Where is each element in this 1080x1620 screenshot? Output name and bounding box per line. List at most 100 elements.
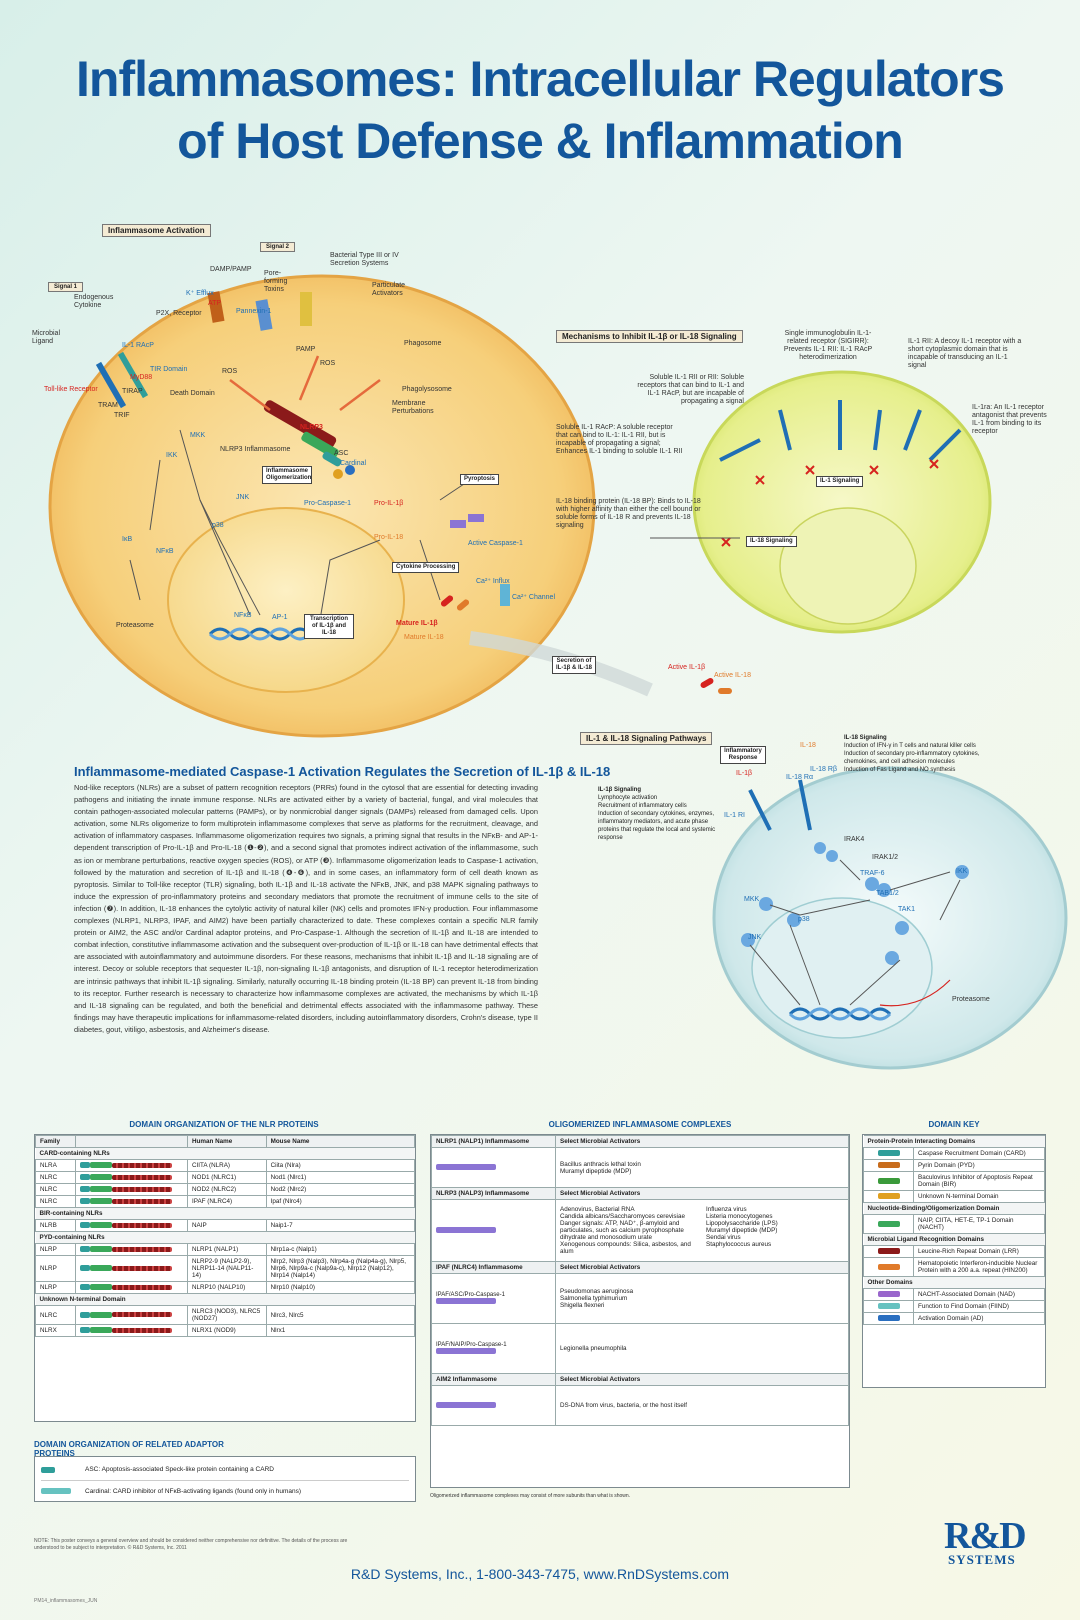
il1b-signaling-info: IL-1β Signaling Lymphocyte activation Re… <box>598 786 718 842</box>
activator-item: Muramyl dipeptide (MDP) <box>706 1227 778 1234</box>
activator-item: Pseudomonas aeruginosa <box>560 1288 634 1295</box>
p2x-label: P2X, Receptor <box>156 310 202 317</box>
lrr-domain-icon <box>112 1284 172 1290</box>
nlr-header-cell: Family <box>35 1135 76 1148</box>
active-caspase-label: Active Caspase-1 <box>468 540 523 547</box>
particulate-label: Particulate Activators <box>372 282 406 297</box>
active-il18-label: Active IL-18 <box>714 672 751 679</box>
key-group-row: Microbial Ligand Recognition Domains <box>863 1233 1045 1246</box>
il18-signaling-title: IL-18 Signaling <box>844 735 887 741</box>
proteasome-label: Proteasome <box>116 622 154 629</box>
key-row: NAIP, CIITA, HET-E, TP-1 Domain (NACHT) <box>863 1214 1045 1234</box>
activator-item: Salmonella typhimurium <box>560 1295 628 1302</box>
activator-item: Xenogenous compounds: Silica, asbestos, … <box>560 1241 691 1255</box>
nlr-row: NLRP NLRP1 (NALP1) Nlrp1a-c (Nalp1) <box>35 1243 416 1256</box>
complex-col2: Select Microbial Activators <box>555 1373 849 1386</box>
membrane-label: Membrane Perturbations <box>392 400 434 415</box>
il18-item: Induction of IFN-γ in T cells and natura… <box>844 743 976 749</box>
key-group-name: Other Domains <box>863 1276 1045 1289</box>
domain-icon <box>90 1162 112 1169</box>
activator-item: Adenovirus, Bacterial RNA <box>560 1206 635 1213</box>
decoy-note: IL-1 RII: A decoy IL-1 receptor with a s… <box>908 338 1022 369</box>
il18-item: Induction of Fas Ligand and NO synthesis <box>844 767 956 773</box>
key-row: Unknown N-terminal Domain <box>863 1190 1045 1203</box>
key-row: NACHT-Associated Domain (NAD) <box>863 1288 1045 1301</box>
domain-icon <box>80 1174 90 1181</box>
key-label: Activation Domain (AD) <box>913 1312 1045 1325</box>
adaptor-row: Cardinal: CARD inhibitor of NFκB-activat… <box>41 1480 409 1501</box>
key-group-name: Microbial Ligand Recognition Domains <box>863 1233 1045 1246</box>
key-row: Hematopoietic Interferon-inducible Nucle… <box>863 1257 1045 1277</box>
rd-logo-sub: SYSTEMS <box>948 1552 1016 1567</box>
il1b-signaling-title: IL-1β Signaling <box>598 787 641 793</box>
atp-label: ATP <box>208 300 222 307</box>
domain-swatch-icon <box>877 1177 900 1184</box>
trif-label: TRIF <box>114 412 130 419</box>
il18-item: Induction of secondary pro-inflammatory … <box>844 751 980 765</box>
il1b-node-label: IL-1β <box>736 770 753 777</box>
lrr-domain-icon <box>112 1222 172 1228</box>
nlr-family: NLRA <box>35 1159 76 1172</box>
active-il1b-label: Active IL-1β <box>668 664 706 671</box>
phagosome-label: Phagosome <box>404 340 442 347</box>
soluble-note: Soluble IL-1 RII or RII: Soluble recepto… <box>637 374 744 405</box>
footer-note: NOTE: This poster conveys a general over… <box>34 1538 348 1551</box>
key-label: NACHT-Associated Domain (NAD) <box>913 1288 1045 1301</box>
inflammatory-response-tag: Inflammatory Response <box>720 746 766 764</box>
domain-swatch-icon <box>877 1220 900 1227</box>
myd88-label: MyD88 <box>130 374 153 381</box>
complex-graphic-icon <box>436 1164 496 1171</box>
pathways-section-label: IL-1 & IL-18 Signaling Pathways <box>580 732 713 745</box>
activator-item: Legionella pneumophila <box>560 1345 627 1352</box>
lrr-domain-icon <box>112 1312 172 1318</box>
rd-logo: R&D <box>944 1515 1027 1557</box>
nlr-domain-graphic <box>75 1183 188 1196</box>
nlr-mouse-name: Nlrp1a-c (Nalp1) <box>265 1243 416 1256</box>
pro-il1b-label: Pro-IL-1β <box>374 500 404 507</box>
nlr-mouse-name: Naip1-7 <box>265 1219 416 1232</box>
domain-swatch-icon <box>877 1248 900 1255</box>
nlr-human-name: NLRP2-9 (NALP2-9), NLRP11-14 (NALP11-14) <box>187 1255 267 1282</box>
il1b-item: Recruitment of inflammatory cells <box>598 803 687 809</box>
nlr-group-row: BIR-containing NLRs <box>35 1207 415 1220</box>
il1ra-note: IL-1ra: An IL-1 receptor antagonist that… <box>972 404 1047 435</box>
nlr-human-name: CIITA (NLRA) <box>187 1159 267 1172</box>
nlr-header-cell <box>75 1135 188 1148</box>
key-row: Function to Find Domain (FIIND) <box>863 1300 1045 1313</box>
nlr-table-title: DOMAIN ORGANIZATION OF THE NLR PROTEINS <box>129 1120 319 1129</box>
complex-row: IPAF/ASC/Pro-Caspase-1 Pseudomonas aerug… <box>431 1273 849 1324</box>
ros-label-1: ROS <box>222 368 238 375</box>
key-row: Baculovirus Inhibitor of Apoptosis Repea… <box>863 1171 1045 1191</box>
irak4-node-label: IRAK4 <box>844 836 865 843</box>
domain-icon <box>80 1222 90 1229</box>
domain-icon <box>90 1246 112 1253</box>
il1b-item: Induction of secondary cytokines, enzyme… <box>598 811 716 841</box>
complex-col2: Select Microbial Activators <box>555 1261 849 1274</box>
ikk-node-label: IKK <box>956 868 968 875</box>
pannexin-label: Pannexin-1 <box>236 308 272 315</box>
nlr-family: NLRX <box>35 1324 76 1337</box>
lrr-domain-icon <box>112 1174 172 1180</box>
domain-icon <box>80 1198 90 1205</box>
p38-node-label: p38 <box>798 916 810 923</box>
activator-item: Staphylococcus aureus <box>706 1241 772 1248</box>
traf6-node-label: TRAF-6 <box>860 870 885 877</box>
complex-graphic-icon <box>436 1402 496 1409</box>
nlr-family: NLRP <box>35 1281 76 1294</box>
text-section-heading: Inflammasome-mediated Caspase-1 Activati… <box>74 764 611 779</box>
nlr-domain-graphic <box>75 1219 188 1232</box>
footer-company[interactable]: R&D Systems, Inc., 1-800-343-7475, www.R… <box>350 1566 730 1582</box>
nlr-family: NLRB <box>35 1219 76 1232</box>
nlr-group-name: Unknown N-terminal Domain <box>35 1293 415 1306</box>
il18-node-label: IL-18 <box>800 742 816 749</box>
lrr-domain-icon <box>112 1186 172 1192</box>
poster-code: PM14_inflammasomes_JUN <box>34 1598 98 1604</box>
nlr-domain-graphic <box>75 1324 188 1337</box>
key-group-row: Other Domains <box>863 1276 1045 1289</box>
domain-swatch-icon <box>877 1315 900 1322</box>
nlr-mouse-name: Nod1 (Nlrc1) <box>265 1171 416 1184</box>
nlr-row: NLRP NLRP10 (NALP10) Nlrp10 (Nalp10) <box>35 1281 416 1294</box>
